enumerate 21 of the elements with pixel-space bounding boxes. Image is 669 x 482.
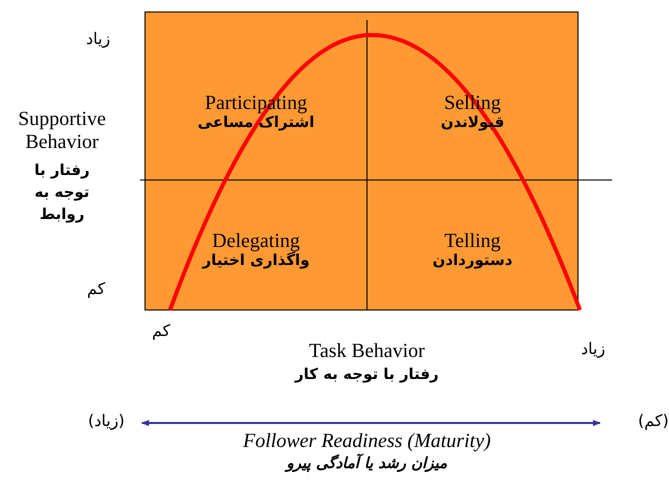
quadrant-title: Delegating	[211, 230, 300, 252]
quadrant-title: Telling	[443, 230, 502, 252]
scale-title: Follower Readiness (Maturity)	[243, 430, 491, 453]
axis-title-persian: رفتار با توجه به روابط	[33, 160, 91, 225]
axis-value-label: زیاد	[581, 340, 606, 358]
axis-title: Supportive Behavior	[17, 108, 107, 154]
quadrant-box	[367, 180, 578, 310]
scale-end-label: (زیاد)	[88, 412, 125, 430]
axis-value-label: کم	[152, 322, 170, 340]
quadrant-box	[367, 12, 578, 180]
quadrant-box	[145, 180, 367, 310]
axis-value-label: کم	[87, 280, 106, 298]
axis-title: Task Behavior	[309, 340, 425, 363]
axis-title-persian: رفتار با توجه به کار	[295, 366, 439, 384]
quadrant-subtitle: دستوردادن	[432, 252, 514, 268]
quadrant-subtitle: واگذاری اختیار	[200, 252, 311, 268]
scale-end-label: (کم)	[638, 412, 669, 430]
quadrant-box	[145, 12, 367, 180]
axis-value-label: زیاد	[86, 30, 110, 48]
quadrant-subtitle: اشتراک مساعی	[196, 114, 316, 130]
scale-title-persian: میزان رشد یا آمادگی پیرو	[286, 455, 448, 472]
